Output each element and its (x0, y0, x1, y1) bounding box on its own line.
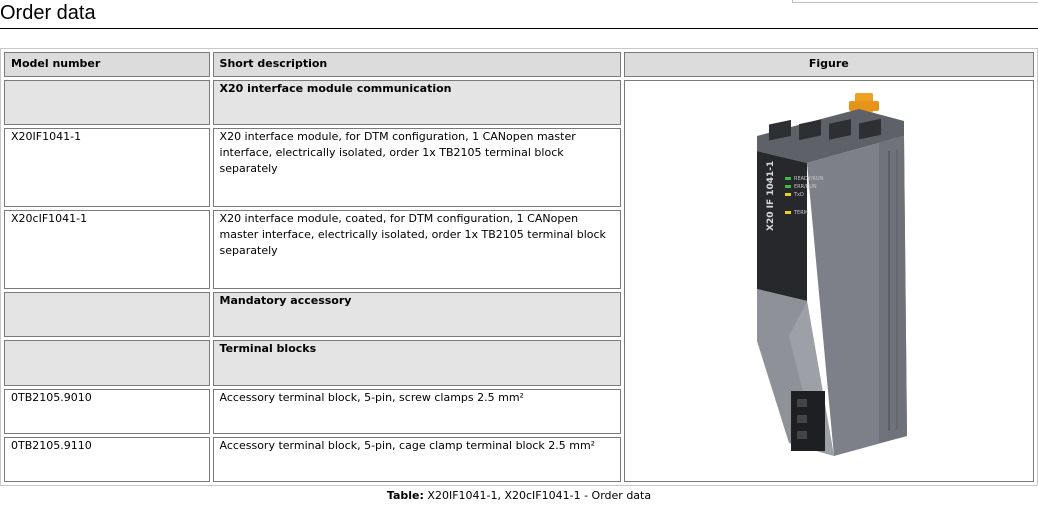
short-description-header: Short description (212, 52, 621, 77)
description-cell: X20 interface module, for DTM configurat… (212, 128, 621, 208)
table-row: 0TB2105.9110 Accessory terminal block, 5… (4, 436, 1034, 482)
model-number-header: Model number (4, 52, 210, 77)
description-cell: Accessory terminal block, 5-pin, cage cl… (212, 436, 621, 482)
svg-text:TxD: TxD (793, 192, 804, 198)
caption-text: X20IF1041-1, X20cIF1041-1 - Order data (427, 489, 652, 502)
model-cell: 0TB2105.9010 (4, 388, 210, 434)
figure-cell: X20 IF 1041-1 READY/RUN ERR/RUN TxD TERM (623, 80, 1034, 482)
led-txd: TxD (784, 192, 804, 198)
table-row: X20 interface module communication (4, 80, 1034, 482)
page-title: Order data (0, 2, 96, 24)
svg-text:TERM: TERM (793, 210, 808, 216)
model-cell (4, 292, 210, 338)
module-label: X20 IF 1041-1 (766, 161, 776, 231)
description-cell: Accessory terminal block, 5-pin, screw c… (212, 388, 621, 434)
description-cell: Mandatory accessory (212, 292, 621, 338)
description-cell: X20 interface module, coated, for DTM co… (212, 210, 621, 290)
table-row: Mandatory accessory (4, 292, 1034, 338)
table-caption: Table: X20IF1041-1, X20cIF1041-1 - Order… (0, 489, 1038, 503)
caption-label: Table: (386, 489, 424, 502)
model-cell (4, 340, 210, 386)
title-divider (0, 28, 1038, 29)
description-cell: Terminal blocks (212, 340, 621, 386)
svg-text:READY/RUN: READY/RUN (794, 176, 824, 182)
module-image: X20 IF 1041-1 READY/RUN ERR/RUN TxD TERM (756, 93, 907, 456)
order-data-table: Model number Short description Figure X2… (0, 48, 1038, 486)
svg-text:ERR/RUN: ERR/RUN (794, 184, 817, 190)
table-row: 0TB2105.9010 Accessory terminal block, 5… (4, 388, 1034, 434)
table-row: Terminal blocks (4, 340, 1034, 386)
led-ready-run: READY/RUN (784, 176, 824, 182)
model-cell (4, 80, 210, 126)
table-header-row: Model number Short description Figure (4, 52, 1034, 77)
table-row: X20IF1041-1 X20 interface module, for DT… (4, 128, 1034, 208)
top-right-frame (792, 0, 1038, 3)
figure-header: Figure (623, 52, 1034, 77)
table-row: X20cIF1041-1 X20 interface module, coate… (4, 210, 1034, 290)
model-cell: X20cIF1041-1 (4, 210, 210, 290)
model-cell: X20IF1041-1 (4, 128, 210, 208)
description-cell: X20 interface module communication (212, 80, 621, 126)
led-err-run: ERR/RUN (784, 184, 817, 190)
model-cell: 0TB2105.9110 (4, 436, 210, 482)
led-term: TERM (784, 210, 808, 216)
